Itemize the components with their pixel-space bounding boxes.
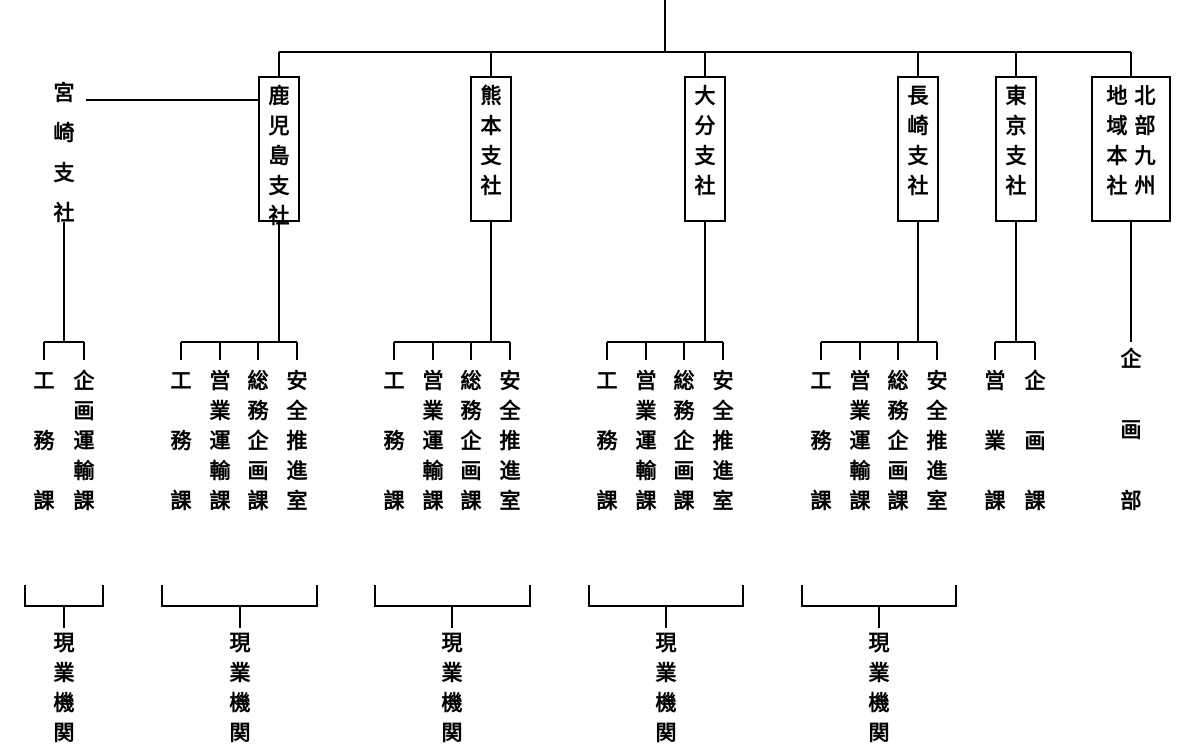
branch-oita-label: 大分支社: [694, 84, 716, 198]
section-koumu: 工務課: [383, 369, 405, 513]
section-eigyo-unyu-rest: 運輸課: [209, 429, 231, 513]
section-somu-kikaku: 総務企画課: [673, 369, 695, 513]
field-units-miyazaki: 現業機関: [53, 631, 75, 745]
regional-hq-kitakyushu-col1: 北部九州: [1134, 84, 1156, 198]
field-units-kumamoto: 現業機関: [441, 631, 463, 745]
branch-tokyo-label: 東京支社: [1005, 84, 1027, 198]
section-eigyo-unyu-rest: 運輸課: [849, 429, 871, 513]
field-units-nagasaki: 現業機関: [868, 631, 890, 745]
section-koumu: 工務課: [596, 369, 618, 513]
section-anzen: 安全推進室: [712, 369, 734, 513]
section-kikaku-unyu-top: 企画: [73, 369, 95, 423]
section-anzen: 安全推進室: [926, 369, 948, 513]
branch-tokyo: 東京支社: [995, 76, 1037, 222]
regional-hq-kitakyushu-col2: 地域本社: [1106, 84, 1128, 198]
section-koumu: 工務課: [810, 369, 832, 513]
field-units-kagoshima: 現業機関: [229, 631, 251, 745]
branch-nagasaki: 長崎支社: [897, 76, 939, 222]
section-kikaku-unyu-rest: 運輸課: [73, 429, 95, 513]
section-eigyo-unyu: 営業 運輸課: [421, 366, 445, 516]
section-eigyo-unyu-top: 営業: [849, 369, 871, 423]
section-eigyo-unyu: 営業 運輸課: [634, 366, 658, 516]
section-eigyo-unyu: 営業 運輸課: [848, 366, 872, 516]
branch-oita: 大分支社: [684, 76, 726, 222]
section-eigyo-unyu-rest: 運輸課: [422, 429, 444, 513]
section-eigyo-unyu-top: 営業: [422, 369, 444, 423]
branch-nagasaki-label: 長崎支社: [907, 84, 929, 198]
section-somu-kikaku: 総務企画課: [247, 369, 269, 513]
section-anzen: 安全推進室: [286, 369, 308, 513]
branch-kumamoto-label: 熊本支社: [480, 84, 502, 198]
regional-hq-kitakyushu: 北部九州 地域本社: [1091, 76, 1171, 222]
section-eigyo-unyu-top: 営業: [209, 369, 231, 423]
branch-kagoshima: 鹿児島支社: [258, 76, 300, 228]
section-kikaku-unyu: 企画 運輸課: [72, 366, 96, 516]
section-eigyo: 営業課: [984, 369, 1006, 513]
section-eigyo-unyu-top: 営業: [635, 369, 657, 423]
dept-kikakubu: 企画部: [1120, 347, 1142, 513]
section-koumu: 工務課: [170, 369, 192, 513]
section-eigyo-unyu-rest: 運輸課: [635, 429, 657, 513]
section-somu-kikaku: 総務企画課: [460, 369, 482, 513]
field-units-oita: 現業機関: [655, 631, 677, 745]
branch-miyazaki-label: 宮崎支社: [53, 81, 75, 225]
section-koumu: 工務課: [33, 369, 55, 513]
section-anzen: 安全推進室: [499, 369, 521, 513]
section-kikaku: 企画課: [1024, 369, 1046, 513]
branch-kumamoto: 熊本支社: [470, 76, 512, 222]
branch-kagoshima-label: 鹿児島支社: [268, 84, 290, 228]
section-somu-kikaku: 総務企画課: [887, 369, 909, 513]
section-eigyo-unyu: 営業 運輸課: [208, 366, 232, 516]
